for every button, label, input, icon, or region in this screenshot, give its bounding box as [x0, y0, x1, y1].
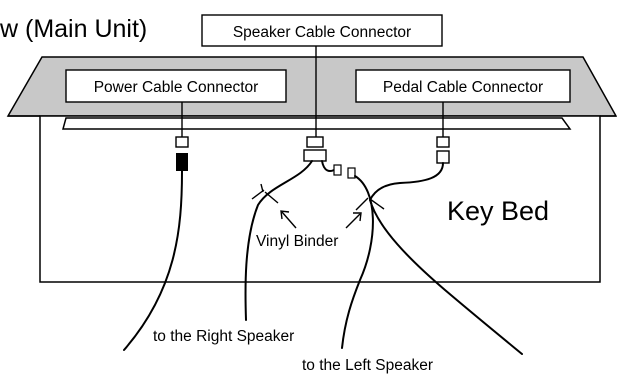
vinyl-binder-left [355, 197, 385, 211]
speaker-connector-callout [201, 14, 443, 47]
vinyl-binder-right [251, 183, 279, 204]
power-cable [123, 170, 183, 351]
key-bed-label: Key Bed [447, 196, 549, 226]
vinyl-binder-arrow-left [345, 212, 362, 229]
diagram-title: w (Main Unit) [0, 15, 147, 43]
pedal-cable-upper [369, 162, 444, 201]
power-plug [176, 153, 188, 171]
power-connector-label: Power Cable Connector [94, 79, 259, 96]
vinyl-binder-arrow-right [280, 210, 297, 229]
vinyl-binder-label: Vinyl Binder [256, 233, 338, 250]
split-connector-a [333, 164, 342, 176]
speaker-plug [303, 149, 327, 162]
left-speaker-cable-a [341, 175, 374, 349]
right-speaker-label: to the Right Speaker [153, 328, 294, 345]
power-connector-callout [65, 69, 287, 103]
left-speaker-label: to the Left Speaker [302, 357, 433, 374]
pedal-connector-label: Pedal Cable Connector [383, 79, 543, 96]
power-connector [175, 136, 189, 148]
left-speaker-cable-b [369, 199, 523, 355]
pedal-plug [436, 150, 450, 164]
split-connector-b [347, 167, 356, 179]
speaker-connector-label: Speaker Cable Connector [233, 24, 411, 41]
vinyl-binder-label-bg [255, 231, 345, 249]
right-speaker-cable [244, 160, 313, 321]
speaker-split-cable [321, 160, 335, 172]
speaker-connector [306, 136, 324, 148]
pedal-connector-callout [355, 69, 571, 103]
pedal-connector [436, 136, 450, 148]
